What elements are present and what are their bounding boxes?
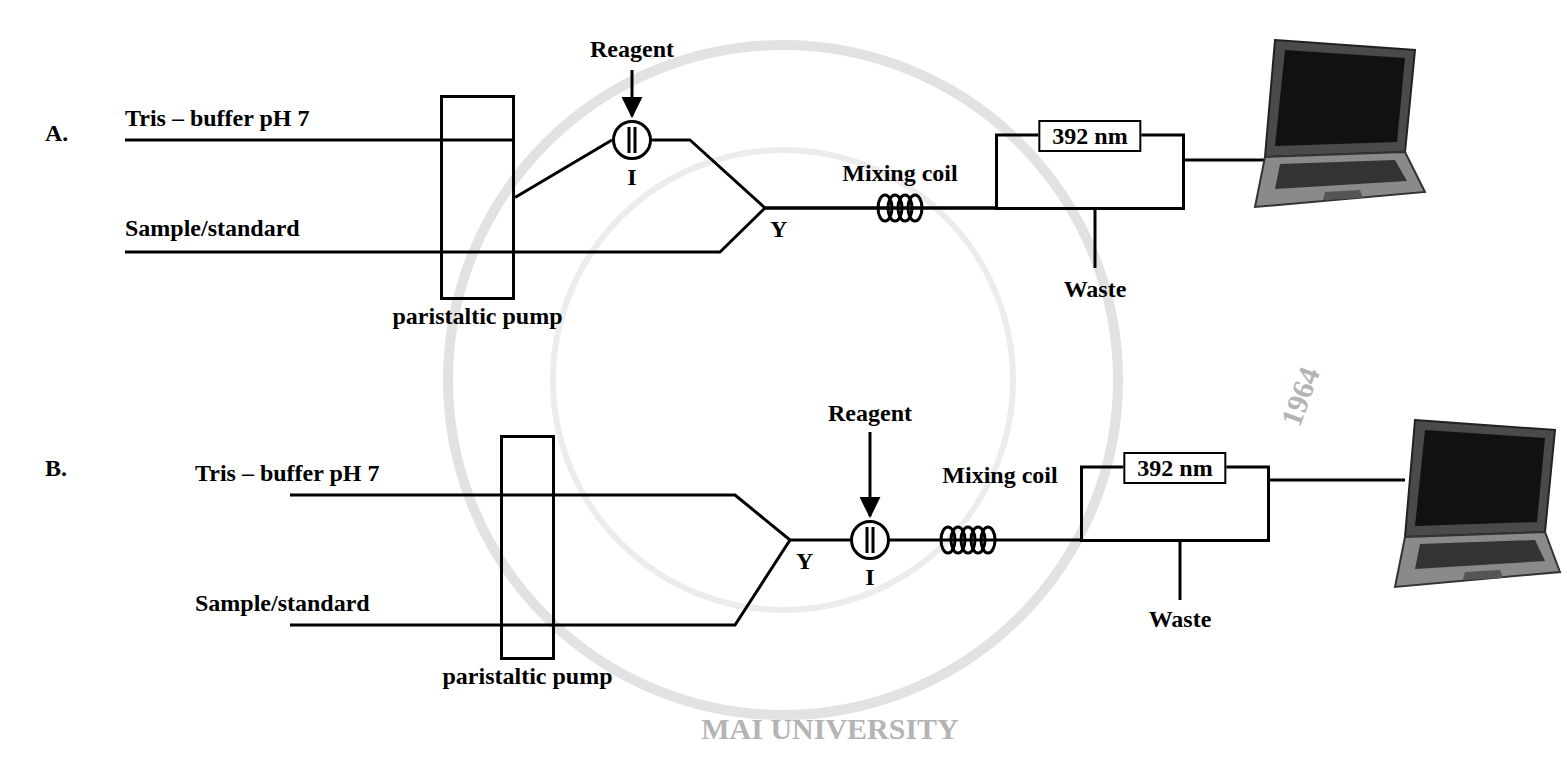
- reagent-arrow: [631, 70, 634, 116]
- part-label: Sample/standard: [195, 590, 370, 616]
- watermark-text: MAI UNIVERSITY: [701, 712, 959, 745]
- sample-tube: [125, 251, 515, 254]
- watermark-seal: [448, 45, 1118, 715]
- injection-valve: I: [612, 120, 652, 160]
- part-label: A.: [45, 120, 68, 146]
- wavelength-label: 392 nm: [1123, 452, 1226, 484]
- signal-cable: [1185, 159, 1268, 162]
- signal-cable: [1270, 479, 1405, 482]
- part-label: B.: [45, 455, 67, 481]
- pump-label: paristaltic pump: [392, 303, 562, 329]
- sample-tube: [555, 540, 790, 625]
- peristaltic-pump: paristaltic pump: [440, 95, 515, 300]
- watermark-text: 1964: [1274, 363, 1326, 431]
- part-label: Waste: [1149, 606, 1212, 632]
- part-label: Mixing coil: [942, 462, 1057, 488]
- laptop-icon: [1255, 40, 1425, 207]
- reagent-arrow: [869, 432, 872, 516]
- valve-symbol: [850, 520, 890, 560]
- part-label: Reagent: [590, 36, 674, 62]
- waste-tube: [1179, 542, 1182, 600]
- valve-label: I: [865, 564, 874, 590]
- part-label: Reagent: [828, 400, 912, 426]
- flow-line: [515, 140, 612, 198]
- buffer-tube: [290, 494, 555, 497]
- buffer-tube: [125, 139, 515, 142]
- flow-line: [652, 140, 995, 208]
- part-label: Tris – buffer pH 7: [125, 105, 309, 131]
- peristaltic-pump: paristaltic pump: [500, 435, 555, 660]
- part-label: Mixing coil: [842, 160, 957, 186]
- part-label: Sample/standard: [125, 215, 300, 241]
- flow-line: [890, 539, 1080, 542]
- part-label: Y: [770, 216, 787, 242]
- part-label: Waste: [1064, 276, 1127, 302]
- sample-tube: [290, 624, 555, 627]
- part-label: Y: [796, 548, 813, 574]
- flow-line: [515, 208, 995, 252]
- wavelength-label: 392 nm: [1038, 120, 1141, 152]
- pump-label: paristaltic pump: [442, 663, 612, 689]
- tubing: [125, 70, 1405, 625]
- injection-valve: I: [850, 520, 890, 560]
- laptop-icon: [1395, 420, 1560, 587]
- flow-line: [555, 495, 850, 540]
- valve-label: I: [627, 164, 636, 190]
- valve-symbol: [612, 120, 652, 160]
- detector-flow-cell: 392 nm: [1080, 452, 1270, 542]
- part-label: Tris – buffer pH 7: [195, 460, 379, 486]
- detector-flow-cell: 392 nm: [995, 120, 1185, 210]
- waste-tube: [1094, 210, 1097, 268]
